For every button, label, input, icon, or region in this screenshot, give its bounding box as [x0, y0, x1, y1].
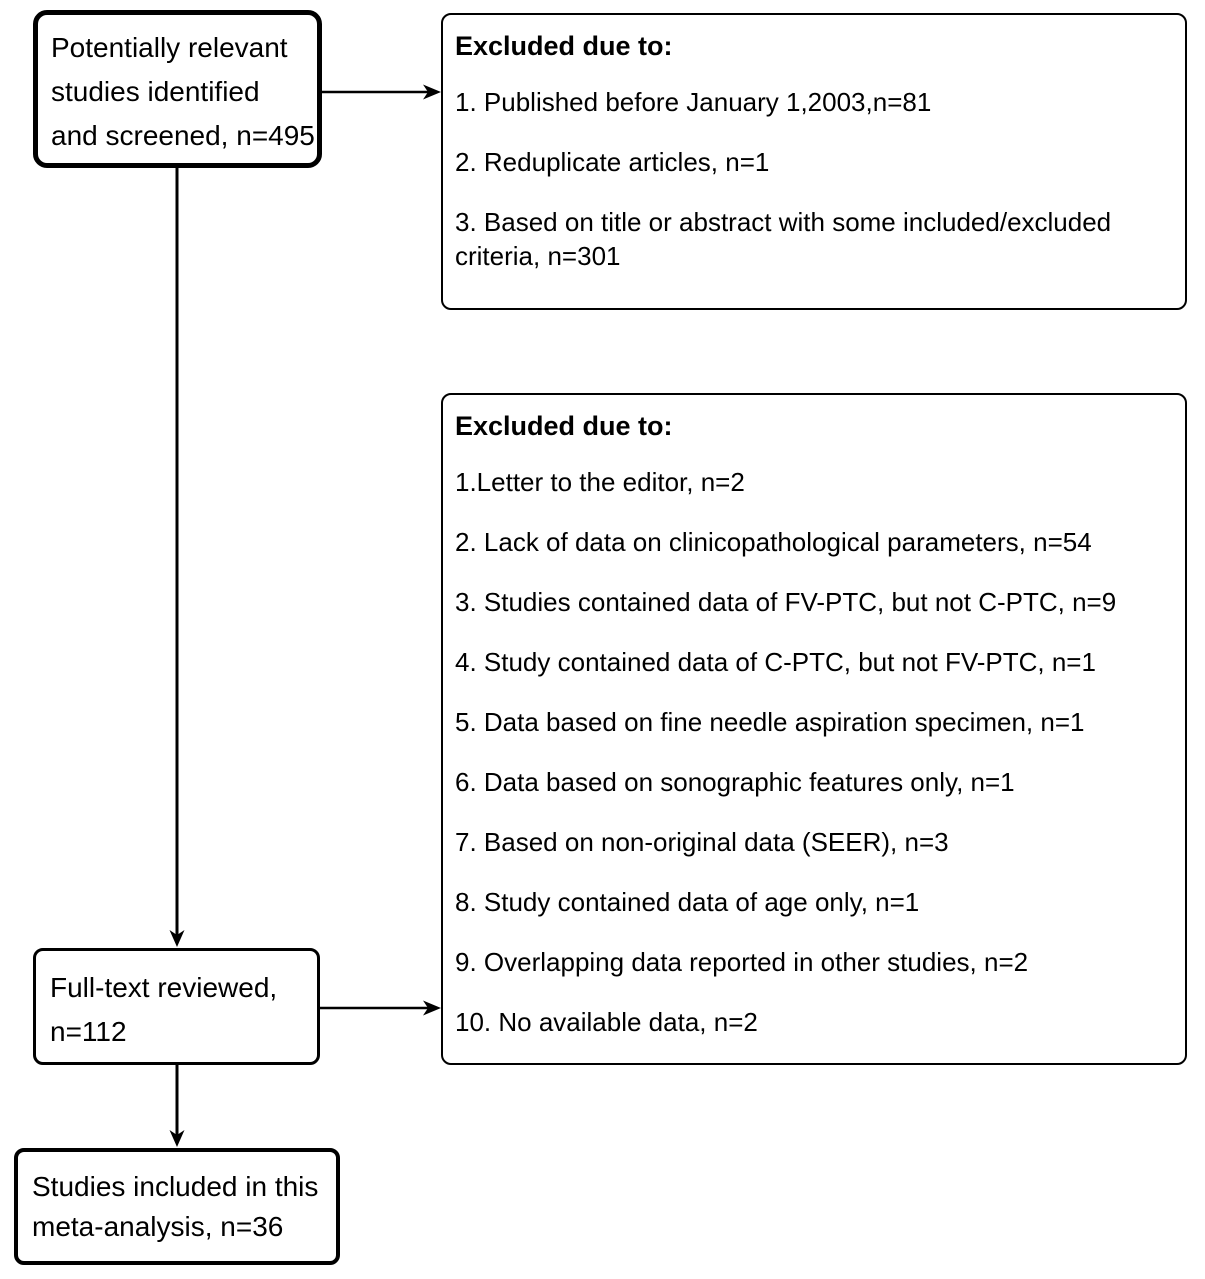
excluded-item: 5. Data based on fine needle aspiration …	[455, 707, 1085, 737]
excluded-item: 1. Published before January 1,2003,n=81	[455, 87, 932, 117]
excluded-item: 4. Study contained data of C-PTC, but no…	[455, 647, 1096, 677]
excluded-item: 7. Based on non-original data (SEER), n=…	[455, 827, 949, 857]
excluded-item: 9. Overlapping data reported in other st…	[455, 947, 1029, 977]
arrowhead-right-icon	[423, 1000, 441, 1016]
excluded-item: 2. Reduplicate articles, n=1	[455, 147, 770, 177]
excluded-item: 1.Letter to the editor, n=2	[455, 467, 745, 497]
excluded-item: 2. Lack of data on clinicopathological p…	[455, 527, 1092, 557]
box-excluded-fulltext: Excluded due to: 1.Letter to the editor,…	[441, 393, 1187, 1065]
excluded-title: Excluded due to:	[455, 31, 673, 61]
arrowhead-down-icon	[169, 930, 185, 947]
box-studies-included: Studies included in this meta-analysis, …	[14, 1148, 340, 1265]
box-fulltext-reviewed: Full-text reviewed, n=112	[33, 948, 320, 1065]
excluded-item: 8. Study contained data of age only, n=1	[455, 887, 920, 917]
excluded-item: 6. Data based on sonographic features on…	[455, 767, 1015, 797]
excluded-item: 10. No available data, n=2	[455, 1007, 758, 1037]
excluded-item: 3. Studies contained data of FV-PTC, but…	[455, 587, 1117, 617]
box-excluded-screening: Excluded due to: 1. Published before Jan…	[441, 13, 1187, 310]
excluded-title: Excluded due to:	[455, 411, 673, 441]
excluded-item: 3. Based on title or abstract with some …	[455, 207, 1112, 271]
arrowhead-right-icon	[423, 84, 441, 100]
box-studies-screened: Potentially relevant studies identified …	[33, 10, 322, 168]
arrowhead-down-icon	[169, 1130, 185, 1147]
